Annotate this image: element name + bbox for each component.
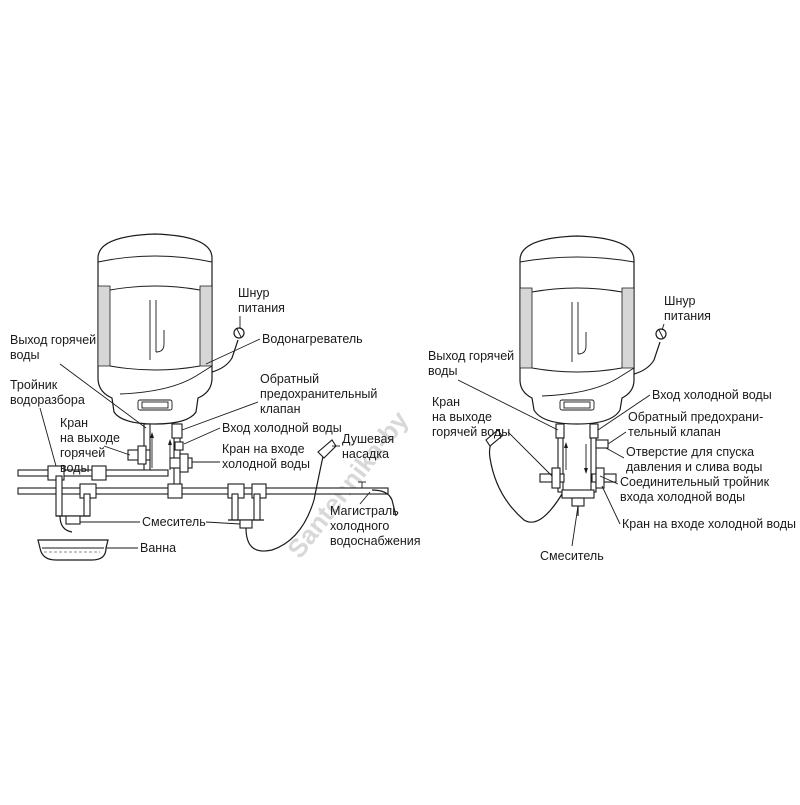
r-label-hot-outlet-2: воды [428, 364, 457, 378]
label-hot-tap-3: горячей [60, 446, 105, 460]
right-hot-tap [539, 467, 565, 489]
left-bath-mixer [55, 475, 91, 533]
label-check-valve: Обратный [260, 372, 319, 386]
label-main-2: холодного [330, 519, 389, 533]
label-check-valve-2: предохранительный [260, 387, 377, 401]
r-label-power-cord: Шнур [664, 294, 695, 308]
left-bath [37, 539, 109, 561]
label-hot-outlet: Выход горячей [10, 333, 96, 347]
r-label-cold-tap: Кран на входе холодной воды [622, 517, 796, 531]
left-labels: Шнур питания Выход горячей воды Водонагр… [10, 286, 421, 555]
r-label-hot-tap-2: на выходе [432, 410, 492, 424]
left-cold-tap [169, 453, 193, 473]
right-water-heater [519, 235, 635, 425]
label-cold-tap-2: холодной воды [222, 457, 310, 471]
label-heater: Водонагреватель [262, 332, 363, 346]
right-power-cord [633, 328, 667, 375]
right-mixer [485, 429, 595, 523]
r-label-check-valve-2: тельный клапан [628, 425, 721, 439]
left-main-supply [371, 489, 397, 517]
r-label-hot-tap-3: горячей воды [432, 425, 510, 439]
label-shower-2: насадка [342, 447, 389, 461]
label-main: Магистраль [330, 504, 399, 518]
label-main-3: водоснабжения [330, 534, 421, 548]
r-label-cold-inlet: Вход холодной воды [652, 388, 772, 402]
r-label-power-cord-2: питания [664, 309, 711, 323]
label-bath: Ванна [140, 541, 176, 555]
left-heater-pipes [143, 423, 184, 487]
r-label-drain-hole: Отверстие для спуска [626, 445, 754, 459]
left-power-cord [211, 327, 245, 373]
label-shower: Душевая [342, 432, 394, 446]
r-label-hot-tap: Кран [432, 395, 460, 409]
label-hot-tap-2: на выходе [60, 431, 120, 445]
r-label-drain-hole-2: давления и слива воды [626, 460, 762, 474]
label-mixer: Смеситель [142, 515, 206, 529]
label-tee: Тройник [10, 378, 58, 392]
r-label-tee: Соединительный тройник [620, 475, 770, 489]
left-installation: Шнур питания Выход горячей воды Водонагр… [10, 233, 421, 561]
r-label-hot-outlet: Выход горячей [428, 349, 514, 363]
left-water-heater [97, 233, 213, 425]
label-power-cord-2: питания [238, 301, 285, 315]
label-cold-tap: Кран на входе [222, 442, 305, 456]
label-hot-tap: Кран [60, 416, 88, 430]
label-tee-2: водоразбора [10, 393, 85, 407]
left-hot-tap [127, 445, 151, 465]
label-check-valve-3: клапан [260, 402, 301, 416]
r-label-tee-2: входа холодной воды [620, 490, 745, 504]
right-labels: Шнур питания Выход горячей воды Вход хол… [428, 294, 796, 563]
right-installation: Шнур питания Выход горячей воды Вход хол… [428, 235, 796, 563]
left-shower [228, 439, 337, 552]
r-label-mixer: Смеситель [540, 549, 604, 563]
label-power-cord: Шнур [238, 286, 269, 300]
label-hot-tap-4: воды [60, 461, 89, 475]
label-cold-inlet: Вход холодной воды [222, 421, 342, 435]
r-label-check-valve: Обратный предохрани- [628, 410, 763, 424]
label-hot-outlet-2: воды [10, 348, 39, 362]
